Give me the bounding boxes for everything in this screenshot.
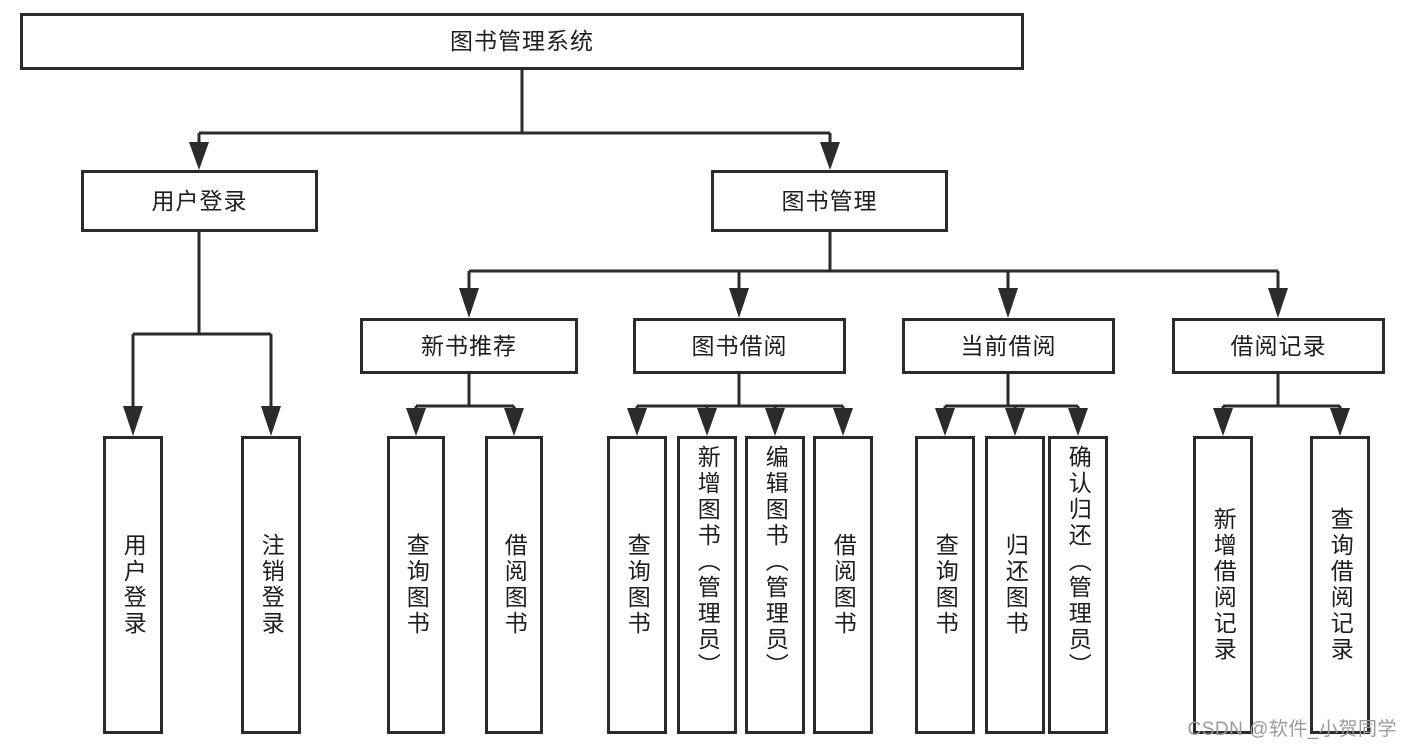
node-user-login[interactable]: 用户登录 — [81, 170, 318, 232]
node-leaf-confirm-return[interactable]: 确认归还（管理员） — [1048, 436, 1108, 734]
node-leaf-return-book[interactable]: 归还图书 — [985, 436, 1045, 734]
arrow-to-user-login — [189, 142, 209, 170]
node-label-leaf-confirm-return: 确认归还（管理员） — [1065, 445, 1092, 679]
node-label-book-borrow: 图书借阅 — [691, 332, 788, 359]
node-label-current-borrow: 当前借阅 — [960, 332, 1057, 359]
arrow-to-leaf-logout — [261, 406, 281, 436]
node-leaf-add-borrow-record[interactable]: 新增借阅记录 — [1193, 436, 1253, 734]
arrow-to-leaf-query-record — [1330, 408, 1350, 436]
node-label-user-login: 用户登录 — [151, 187, 248, 214]
node-new-book-recommend[interactable]: 新书推荐 — [360, 318, 578, 374]
node-label-leaf-add-book: 新增图书（管理员） — [694, 445, 721, 679]
arrow-to-leaf-return-book — [1005, 408, 1025, 436]
node-label-leaf-borrow-book: 借阅图书 — [830, 533, 857, 637]
node-leaf-query-borrow-record[interactable]: 查询借阅记录 — [1310, 436, 1370, 734]
node-label-leaf-query-borrow-record: 查询借阅记录 — [1327, 507, 1354, 663]
arrow-to-leaf-edit-book — [765, 408, 785, 436]
node-leaf-query-book-borrow[interactable]: 查询图书 — [607, 436, 667, 734]
node-borrow-record[interactable]: 借阅记录 — [1172, 318, 1385, 374]
node-book-management[interactable]: 图书管理 — [711, 170, 948, 232]
node-label-book-management: 图书管理 — [781, 187, 878, 214]
arrow-to-new-book-rec — [459, 288, 479, 318]
node-leaf-add-book[interactable]: 新增图书（管理员） — [677, 436, 737, 734]
arrow-to-leaf-query-book-c — [935, 408, 955, 436]
arrow-to-leaf-query-book-a — [406, 408, 426, 436]
arrow-to-leaf-add-record — [1213, 408, 1233, 436]
node-book-borrow[interactable]: 图书借阅 — [633, 318, 846, 374]
node-label-root: 图书管理系统 — [450, 28, 594, 55]
node-label-leaf-edit-book: 编辑图书（管理员） — [762, 445, 789, 679]
node-label-leaf-query-book-current: 查询图书 — [932, 533, 959, 637]
arrow-to-borrow-record — [1268, 288, 1288, 318]
arrow-to-leaf-borrow-book-b — [833, 408, 853, 436]
node-label-leaf-add-borrow-record: 新增借阅记录 — [1210, 507, 1237, 663]
node-root-system[interactable]: 图书管理系统 — [20, 13, 1024, 70]
arrow-to-leaf-confirm-return — [1068, 408, 1088, 436]
node-leaf-borrow-book[interactable]: 借阅图书 — [813, 436, 873, 734]
node-label-leaf-query-book-borrow: 查询图书 — [624, 533, 651, 637]
node-label-leaf-return-book: 归还图书 — [1002, 533, 1029, 637]
node-leaf-query-book-rec[interactable]: 查询图书 — [387, 436, 445, 734]
arrow-to-leaf-add-book — [697, 408, 717, 436]
node-label-leaf-query-book-rec: 查询图书 — [403, 533, 430, 637]
node-leaf-edit-book[interactable]: 编辑图书（管理员） — [745, 436, 805, 734]
node-current-borrow[interactable]: 当前借阅 — [902, 318, 1115, 374]
arrow-to-leaf-user-login — [123, 406, 143, 436]
node-leaf-query-book-current[interactable]: 查询图书 — [915, 436, 975, 734]
node-label-new-book-recommend: 新书推荐 — [421, 332, 517, 359]
node-leaf-user-login[interactable]: 用户登录 — [103, 436, 163, 734]
node-leaf-borrow-book-rec[interactable]: 借阅图书 — [485, 436, 543, 734]
arrow-to-book-borrow — [729, 288, 749, 318]
node-leaf-logout[interactable]: 注销登录 — [241, 436, 301, 734]
arrow-to-current-borrow — [998, 288, 1018, 318]
node-label-leaf-borrow-book-rec: 借阅图书 — [501, 533, 528, 637]
node-label-leaf-user-login: 用户登录 — [120, 533, 147, 637]
csdn-watermark: CSDN @软件_小贺同学 — [1187, 719, 1397, 740]
arrow-to-leaf-query-book-b — [627, 408, 647, 436]
arrow-to-book-manage — [820, 142, 840, 170]
node-label-borrow-record: 借阅记录 — [1230, 332, 1327, 359]
arrow-to-leaf-borrow-book-a — [504, 408, 524, 436]
node-label-leaf-logout: 注销登录 — [258, 533, 285, 637]
